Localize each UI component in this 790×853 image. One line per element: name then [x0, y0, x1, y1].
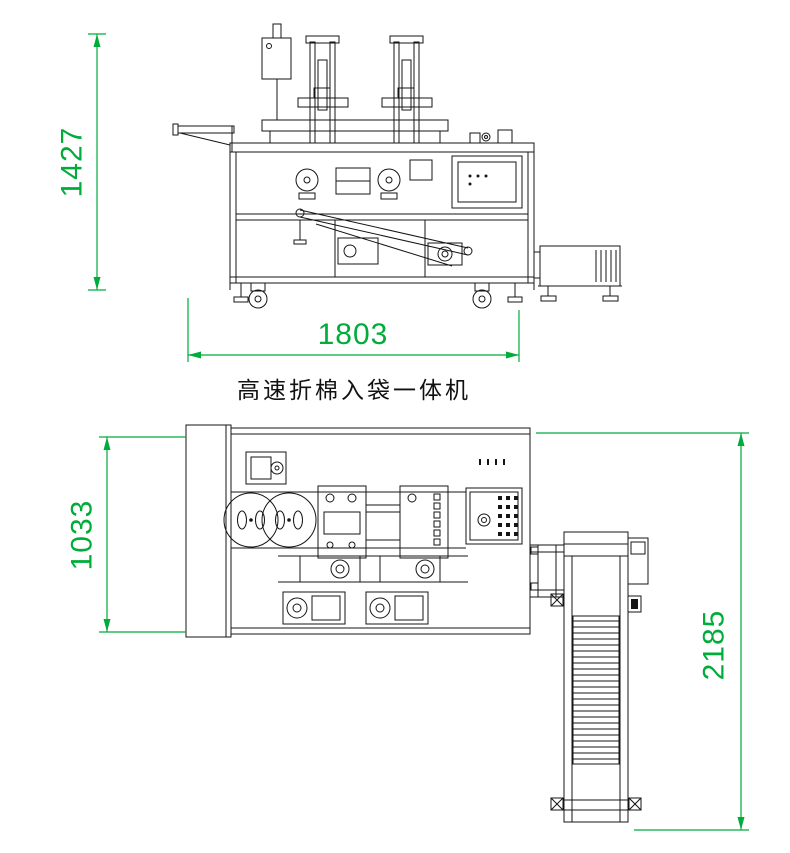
- plan-motor-bottom-left: [282, 591, 346, 625]
- dimension-height-1427: 1427: [56, 33, 106, 291]
- plan-view: [185, 424, 649, 823]
- plan-vent-ticks: [479, 459, 505, 465]
- dimension-arrow-down-icon: [93, 277, 101, 290]
- cotton-roller-left: [223, 492, 279, 548]
- conveyor-bolt-plates: [550, 593, 642, 811]
- blower-unit: [534, 245, 622, 302]
- dimension-arrow-left-icon: [188, 351, 201, 359]
- cotton-roller-right: [261, 492, 317, 548]
- dimension-arrow-up-icon: [103, 437, 111, 450]
- conveyor-belt-hatch: [572, 615, 620, 765]
- dimension-label-height: 1427: [56, 127, 89, 198]
- dimension-label-overall: 2185: [698, 610, 731, 681]
- leveling-foot-left: [233, 283, 249, 303]
- dimension-arrow-right-icon: [506, 351, 519, 359]
- lower-shelf-mechanism: [293, 220, 463, 266]
- dimension-arrow-up-icon: [93, 34, 101, 47]
- caster-wheel-right: [472, 282, 492, 309]
- output-conveyor: [563, 531, 629, 823]
- plan-fold-unit-right: [399, 485, 449, 559]
- head-plate: [261, 119, 449, 143]
- dimension-arrow-up-icon: [737, 433, 745, 446]
- conveyor-flange: [529, 544, 565, 598]
- dimension-width-1803: 1803: [187, 298, 520, 362]
- plan-motor-topleft: [245, 451, 287, 485]
- chassis-frame: [229, 142, 535, 290]
- plan-drive-band: [278, 555, 468, 583]
- dimension-depth-1033: 1033: [66, 436, 186, 633]
- front-view: [172, 23, 622, 309]
- plan-electrical-cabinet: [465, 487, 523, 545]
- leveling-foot-right: [507, 283, 523, 303]
- control-box: [261, 23, 292, 120]
- dimension-overall-2185: 2185: [536, 432, 749, 831]
- dimension-arrow-down-icon: [737, 817, 745, 830]
- dimension-label-width: 1803: [318, 318, 389, 351]
- dimension-arrow-down-icon: [103, 619, 111, 632]
- caster-wheel-left: [248, 282, 268, 309]
- inclined-conveyor: [295, 208, 473, 267]
- drawing-title: 高速折棉入袋一体机: [237, 377, 471, 403]
- upper-shelf-mechanism: [295, 155, 523, 209]
- plan-motor-bottom-right: [365, 591, 429, 625]
- tabletop-fittings: [469, 129, 513, 144]
- folding-head-left: [297, 35, 349, 144]
- dimension-label-depth: 1033: [66, 500, 99, 571]
- plan-fold-unit-left: [317, 485, 367, 559]
- feeder-arm: [172, 123, 235, 152]
- plan-guide-rails: [366, 504, 400, 541]
- folding-head-right: [381, 35, 433, 144]
- conveyor-motor: [627, 537, 649, 613]
- plan-body-outline: [185, 424, 531, 638]
